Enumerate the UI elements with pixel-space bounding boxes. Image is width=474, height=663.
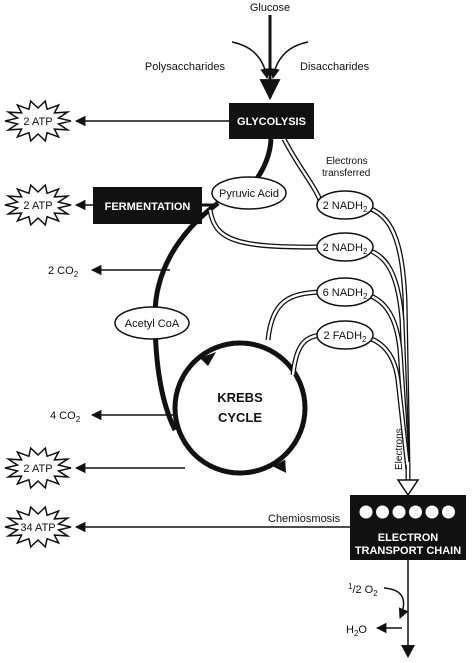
acetyl-coa-label: Acetyl CoA [125, 318, 180, 330]
electrons-transferred-label-1: Electrons [326, 156, 368, 167]
chemiosmosis-label: Chemiosmosis [268, 513, 341, 525]
polysaccharides-arrow [231, 41, 271, 80]
atp-bursts: 2 ATP 2 ATP 2 ATP 34 ATP [4, 99, 72, 549]
polysaccharides-label: Polysaccharides [145, 61, 226, 73]
etc-dot [442, 505, 455, 519]
electrons-label: Electrons [394, 428, 405, 470]
co2-first-label: 2 CO2 [48, 265, 79, 279]
carrier-nadh-1: 2 NADH2 [316, 190, 374, 220]
etc-down-arrowhead [401, 645, 415, 658]
carrier-nadh-6: 6 NADH2 [316, 277, 374, 307]
etc-label-line1: ELECTRON [378, 532, 439, 544]
krebs-cycle-ring [172, 340, 308, 476]
glycolysis-label: GLYCOLYSIS [237, 116, 306, 128]
carrier-nadh-2: 2 NADH2 [316, 232, 374, 262]
carrier-label: 2 FADH2 [324, 330, 368, 344]
krebs-arrowhead-bottom [273, 459, 286, 473]
atp-burst-etc: 34 ATP [4, 505, 72, 549]
etc-dot [376, 505, 389, 519]
fermentation-label: FERMENTATION [105, 201, 191, 213]
etc-dot [409, 505, 422, 519]
carrier-label: 2 NADH2 [323, 242, 368, 256]
carrier-fadh-2: 2 FADH2 [316, 320, 374, 350]
carrier-label: 2 NADH2 [323, 200, 368, 214]
water-label: H2O [346, 624, 367, 638]
pyruvic-acid-label: Pyruvic Acid [219, 188, 279, 200]
atp-burst-glycolysis: 2 ATP [4, 99, 72, 143]
glycolysis-pyruvate-path [253, 138, 274, 182]
oxygen-arrow [383, 587, 409, 619]
electrons-transferred-label-2: transferred [322, 168, 370, 179]
carrier-label: 6 NADH2 [323, 287, 368, 301]
krebs-label-line1: KREBS [217, 390, 263, 405]
etc-dot [392, 505, 406, 519]
atp-label: 34 ATP [20, 522, 55, 534]
pyruvic-acid-node [211, 176, 287, 210]
atp-burst-krebs: 2 ATP [4, 446, 72, 490]
atp-label: 2 ATP [23, 463, 52, 475]
etc-dot [425, 505, 439, 519]
etc-dots [359, 505, 455, 519]
half-oxygen-label: 1/2 O2 [348, 582, 378, 598]
electrons-arrowhead [396, 479, 420, 497]
glycolysis-box [229, 103, 314, 139]
fermentation-box [93, 187, 202, 224]
krebs-label-line2: CYCLE [218, 410, 262, 425]
etc-label-line2: TRANSPORT CHAIN [355, 545, 461, 557]
acetyl-coa-node [114, 306, 190, 340]
atp-label: 2 ATP [23, 116, 52, 128]
atp-burst-fermentation: 2 ATP [4, 183, 72, 227]
krebs-arrowhead-top [200, 352, 216, 366]
glucose-label: Glucose [250, 2, 290, 14]
disaccharides-label: Disaccharides [300, 61, 370, 73]
etc-dot [359, 505, 373, 519]
disaccharides-arrow [269, 41, 309, 80]
atp-label: 2 ATP [23, 200, 52, 212]
co2-second-label: 4 CO2 [50, 410, 81, 424]
